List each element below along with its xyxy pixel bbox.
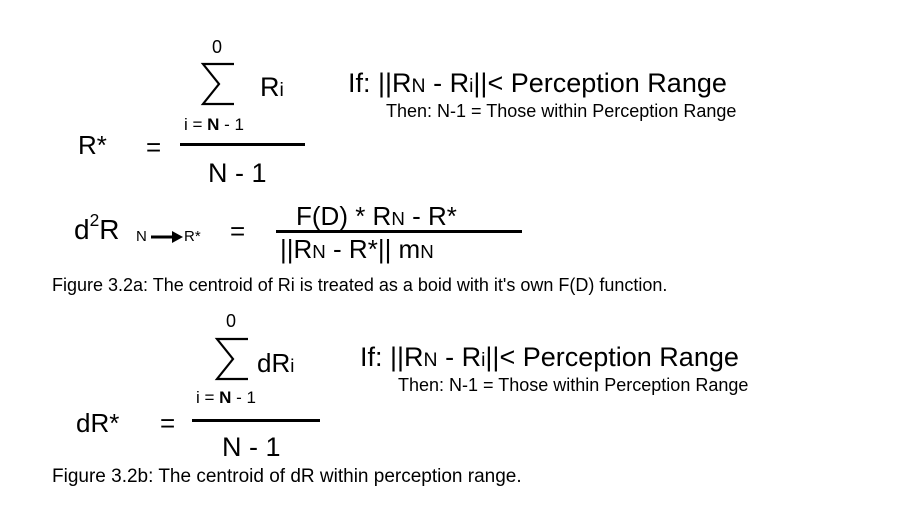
fraction-bar	[180, 143, 305, 146]
lhs-r-star: R*	[78, 130, 107, 160]
figure-caption-b: Figure 3.2b: The centroid of dR within p…	[52, 466, 522, 487]
lhs-subscript-target: R*	[184, 228, 201, 245]
equals-sign: =	[160, 408, 176, 438]
perception-condition: If: ||RN - Ri||< Perception Range	[348, 68, 727, 98]
lhs-dr-star: dR*	[76, 408, 120, 438]
summation-icon	[200, 62, 234, 106]
fraction-bar	[276, 230, 522, 233]
lhs-subscript-n: N	[136, 228, 147, 245]
arrow-right-icon	[151, 231, 183, 243]
then-statement: Then: N-1 = Those within Perception Rang…	[398, 375, 749, 395]
lhs-second-derivative: d2R	[74, 209, 120, 245]
equals-sign: =	[146, 132, 162, 162]
sum-lower-limit: i = N - 1	[184, 115, 244, 134]
figure-caption-a: Figure 3.2a: The centroid of Ri is treat…	[52, 275, 668, 295]
sum-upper-limit: 0	[226, 311, 237, 331]
perception-condition: If: ||RN - Ri||< Perception Range	[360, 342, 739, 372]
sum-lower-limit: i = N - 1	[196, 388, 256, 407]
summation-icon	[214, 337, 248, 381]
fraction-bar	[192, 419, 320, 422]
denominator: N - 1	[208, 158, 267, 188]
sum-upper-limit: 0	[212, 37, 223, 57]
numerator: F(D) * RN - R*	[296, 201, 457, 231]
equals-sign: =	[230, 216, 246, 246]
denominator: ||RN - R*|| mN	[280, 234, 434, 264]
sum-term: Ri	[260, 72, 284, 102]
sum-term: dRi	[257, 348, 295, 378]
then-statement: Then: N-1 = Those within Perception Rang…	[386, 101, 737, 121]
denominator: N - 1	[222, 432, 281, 462]
